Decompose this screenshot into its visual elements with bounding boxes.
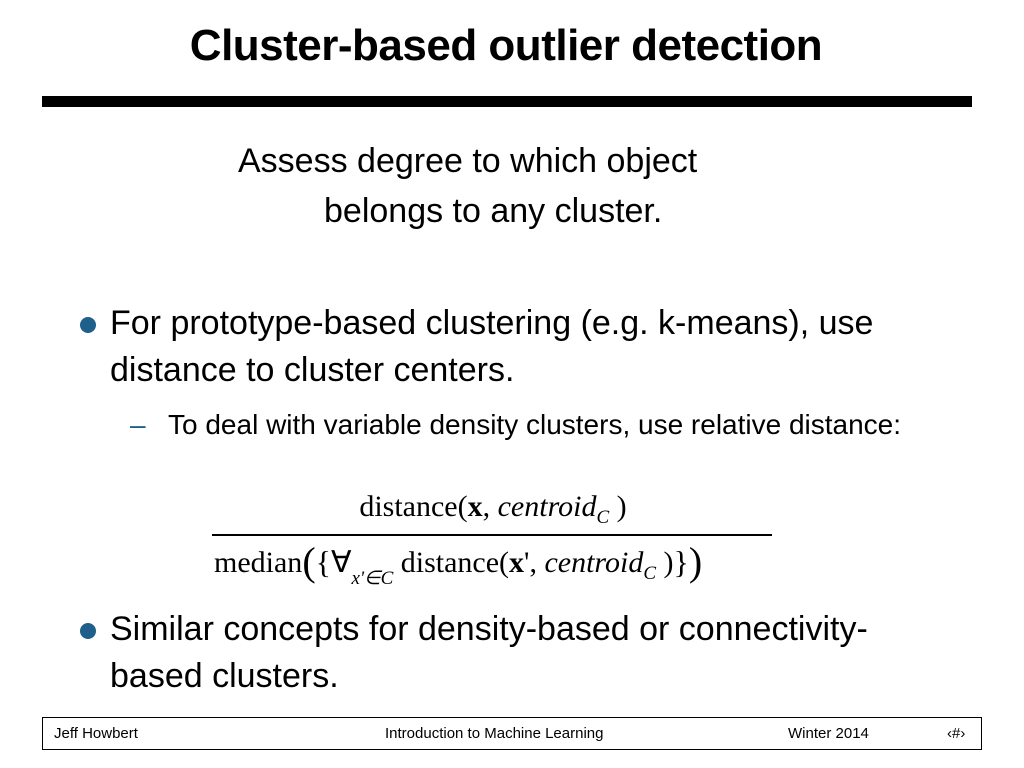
bullet-text: For prototype-based clustering (e.g. k-m… xyxy=(110,304,874,389)
sub-bullet-text: To deal with variable density clusters, … xyxy=(168,409,902,440)
fraction-bar xyxy=(212,534,772,536)
footer-author: Jeff Howbert xyxy=(54,725,138,742)
num-fn: distance( xyxy=(359,490,468,523)
den-x: x xyxy=(509,546,525,579)
bullet-item: For prototype-based clustering (e.g. k-m… xyxy=(80,300,960,394)
num-sub: C xyxy=(596,507,610,528)
sub-bullet-dash: – xyxy=(130,409,146,440)
den-centroid: centroid xyxy=(544,546,644,579)
bullet-item: Similar concepts for density-based or co… xyxy=(80,606,960,700)
bullet-dot-icon xyxy=(80,623,96,639)
den-fn: median xyxy=(214,546,303,579)
den-forall: ∀ xyxy=(331,546,352,579)
bullet-text: Similar concepts for density-based or co… xyxy=(110,610,868,695)
den-close: ) xyxy=(656,546,674,579)
lead-line-1: Assess degree to which object xyxy=(238,142,698,180)
relative-distance-formula: distance(x, centroidC ) median({∀x'∈C di… xyxy=(210,488,774,590)
footer-course: Introduction to Machine Learning xyxy=(385,725,604,742)
formula-numerator: distance(x, centroidC ) xyxy=(210,490,774,529)
sub-bullet-item: – To deal with variable density clusters… xyxy=(130,404,930,445)
lead-paragraph: Assess degree to which object belongs to… xyxy=(238,136,697,236)
slide-title: Cluster-based outlier detection xyxy=(189,21,823,70)
formula-denominator: median({∀x'∈C distance(x', centroidC )}) xyxy=(214,538,702,590)
den-close-paren: ) xyxy=(688,539,703,584)
footer-term: Winter 2014 xyxy=(788,725,869,742)
den-prime: ', xyxy=(524,546,545,579)
num-close: ) xyxy=(609,490,627,523)
bullet-dot-icon xyxy=(80,317,96,333)
den-sub: C xyxy=(643,563,657,584)
lead-line-2: belongs to any cluster. xyxy=(324,192,663,230)
den-dist: distance( xyxy=(393,546,510,579)
den-open-brace: { xyxy=(315,544,331,580)
title-divider xyxy=(42,96,972,107)
den-forall-sub: x'∈C xyxy=(351,568,394,589)
num-x: x xyxy=(467,490,483,523)
num-centroid: centroid xyxy=(497,490,597,523)
footer-page-number: ‹#› xyxy=(947,725,966,742)
num-comma: , xyxy=(482,490,498,523)
slide-footer: Jeff Howbert Introduction to Machine Lea… xyxy=(42,717,982,750)
den-close-brace: } xyxy=(673,544,689,580)
den-open-paren: ( xyxy=(302,539,316,584)
